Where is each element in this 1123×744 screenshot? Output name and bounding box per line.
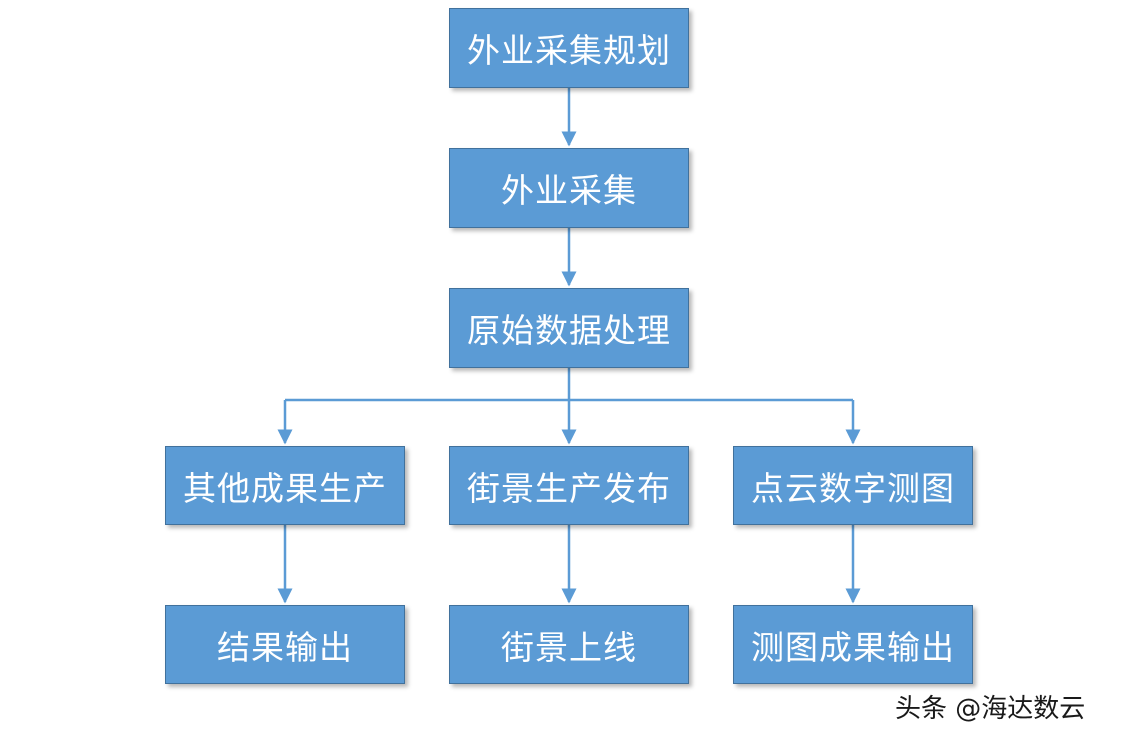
node-street-view-online: 街景上线: [449, 605, 689, 684]
node-result-output: 结果输出: [165, 605, 405, 684]
node-street-view-production: 街景生产发布: [449, 446, 689, 525]
node-field-collection-planning: 外业采集规划: [449, 8, 689, 88]
node-point-cloud-mapping: 点云数字测图: [733, 446, 973, 525]
node-field-collection: 外业采集: [449, 148, 689, 228]
watermark-text: 头条 @海达数云: [895, 694, 1086, 724]
node-other-products-production: 其他成果生产: [165, 446, 405, 525]
node-mapping-output: 测图成果输出: [733, 605, 973, 684]
node-raw-data-processing: 原始数据处理: [449, 288, 689, 368]
